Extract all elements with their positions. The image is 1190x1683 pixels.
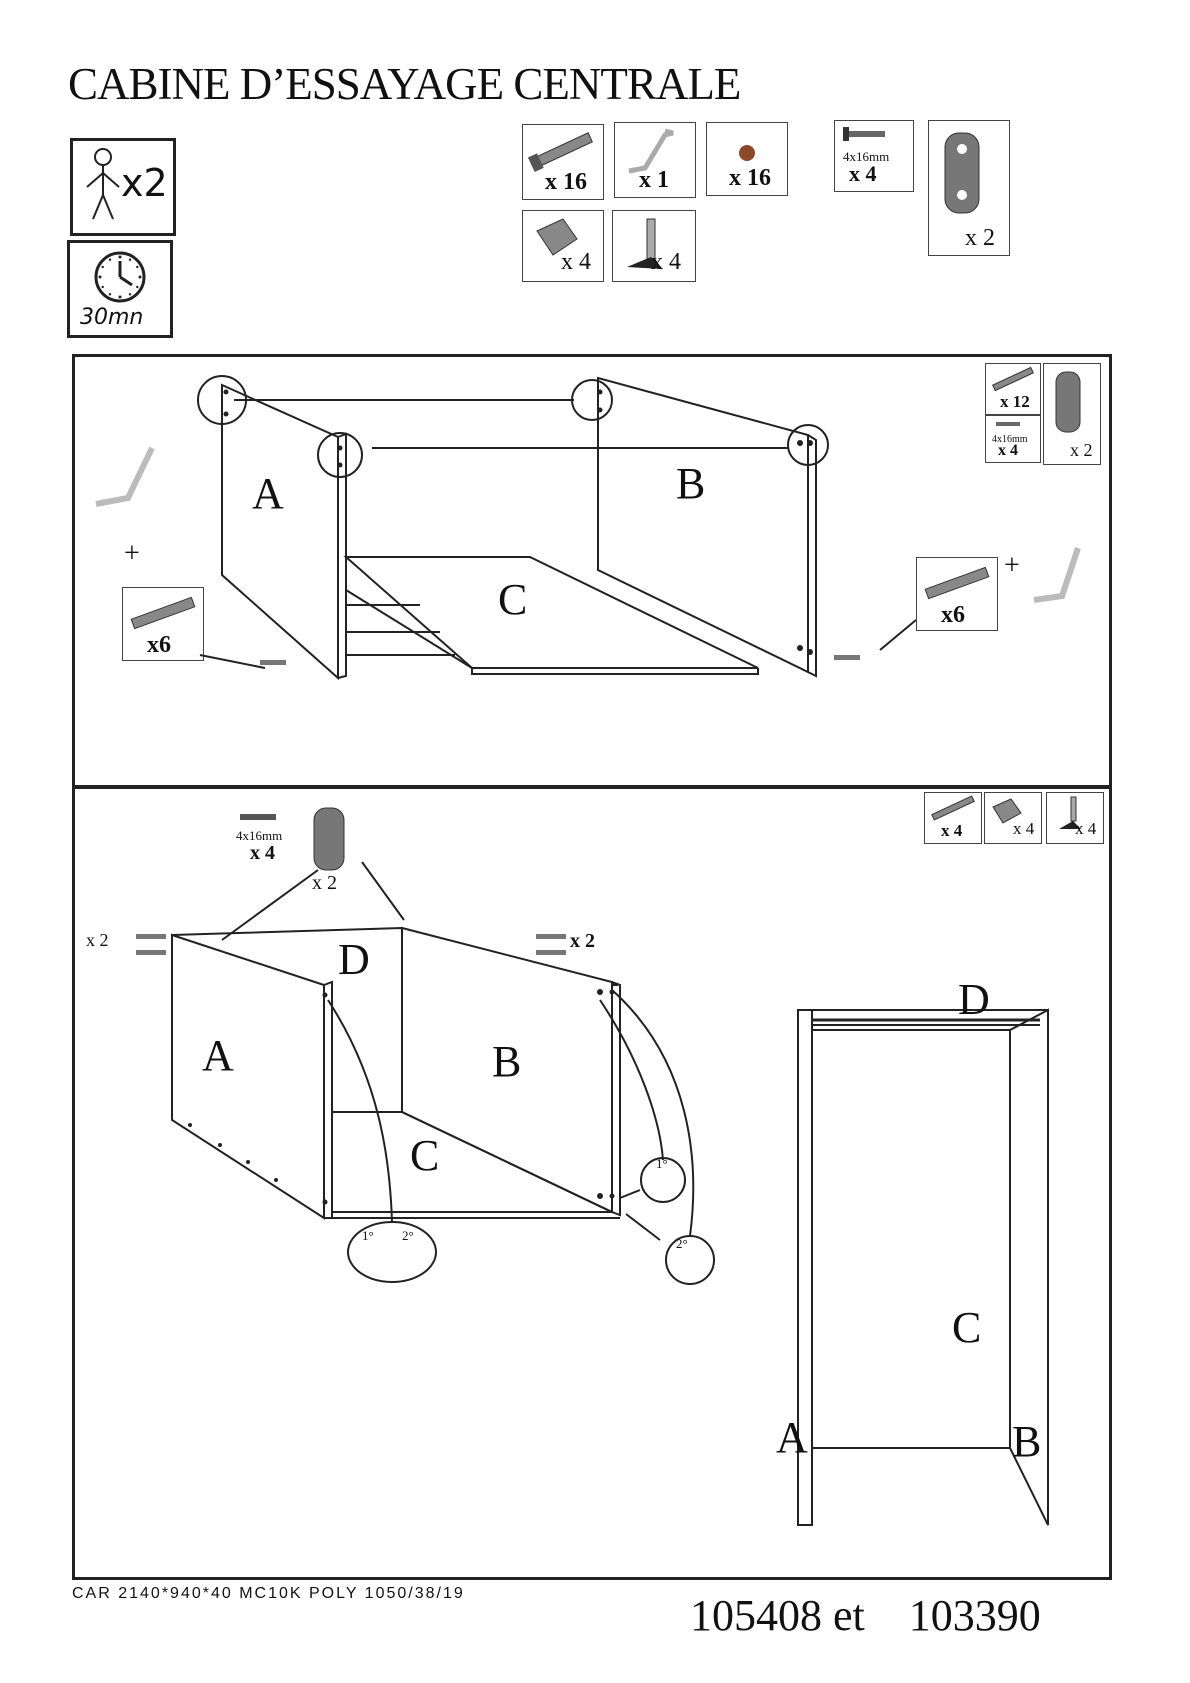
- connector-pin-qty: x 4: [651, 249, 681, 275]
- step1-bolts-box: x 12: [985, 363, 1041, 415]
- final-label-d: D: [958, 975, 990, 1024]
- step2-label-a: A: [202, 1031, 234, 1080]
- part-cam-lock: x 4: [522, 210, 604, 282]
- step1-right-qty: x6: [941, 602, 965, 628]
- product-references: 105408 et 103390: [690, 1591, 1041, 1640]
- part-screw: 4x16mm x 4: [834, 120, 914, 192]
- step2-right-bolts-qty: x 2: [570, 930, 595, 952]
- clock-icon: [94, 251, 146, 303]
- final-label-c: C: [952, 1303, 982, 1352]
- step-2-panel: [72, 786, 1112, 1580]
- step1-screws-qty: x 4: [998, 442, 1018, 459]
- rail-bracket-icon: [944, 132, 980, 214]
- step1-label-b: B: [676, 459, 706, 508]
- person-icon: [86, 148, 120, 220]
- step1-plus-right: +: [1004, 550, 1020, 581]
- step2-bolts-box: x 4: [924, 792, 982, 844]
- final-label-b: B: [1012, 1417, 1042, 1466]
- step2-bolts-qty: x 4: [941, 821, 963, 840]
- cam-bolt-icon: [992, 366, 1034, 392]
- part-rail-bracket: x 2: [928, 120, 1010, 256]
- cam-bolt-icon: [130, 596, 196, 630]
- screw-icon: [996, 422, 1020, 426]
- cam-bolt-icon: [931, 795, 975, 821]
- page-title: CABINE D’ESSAYAGE CENTRALE: [68, 59, 741, 109]
- screw-qty: x 4: [849, 161, 877, 186]
- connector-pin-icon: [627, 218, 663, 269]
- persons-box: x2: [70, 138, 176, 236]
- cover-cap-icon: [739, 145, 755, 161]
- cam-bolt-qty: x 16: [545, 169, 587, 195]
- step2-screw-qty: x 4: [250, 842, 275, 864]
- step1-label-a: A: [252, 469, 284, 518]
- cam-lock-icon: [992, 798, 1022, 824]
- step1-bolts-qty: x 12: [1000, 392, 1030, 411]
- cam-bolt-icon: [527, 132, 593, 173]
- allen-key-qty: x 1: [639, 167, 669, 193]
- part-connector-pin: x 4: [612, 210, 696, 282]
- part-cover-cap: x 16: [706, 122, 788, 196]
- step2-label-c: C: [410, 1131, 440, 1180]
- step2-order-1: 1°: [362, 1228, 374, 1243]
- step2-label-d: D: [338, 935, 370, 984]
- step2-left-bolts-qty: x 2: [86, 930, 109, 950]
- cover-cap-qty: x 16: [729, 165, 771, 191]
- step1-left-qty: x6: [147, 632, 171, 658]
- cam-bolt-icon: [924, 566, 990, 600]
- step1-bracket-qty: x 2: [1070, 440, 1093, 460]
- step1-screws-spec: 4x16mm: [992, 434, 1028, 445]
- part-cam-bolt: x 16: [522, 124, 604, 200]
- persons-count: x2: [121, 161, 168, 205]
- time-box: 30mn: [67, 240, 173, 338]
- screw-spec: 4x16mm: [843, 149, 890, 164]
- step1-right-bolts-box: x6: [916, 557, 998, 631]
- step1-label-c: C: [498, 575, 528, 624]
- step2-pins-qty: x 4: [1075, 819, 1097, 838]
- rail-bracket-qty: x 2: [965, 225, 995, 251]
- cam-lock-icon: [536, 218, 578, 256]
- step2-locks-qty: x 4: [1013, 819, 1035, 838]
- step2-screw-spec: 4x16mm: [236, 828, 283, 843]
- step2-pins-box: x 4: [1046, 792, 1104, 844]
- product-spec: CAR 2140*940*40 MC10K POLY 1050/38/19: [72, 1585, 465, 1602]
- step1-bracket-box: x 2: [1043, 363, 1101, 465]
- step1-plus-left: +: [124, 538, 140, 569]
- allen-key-icon: [628, 128, 674, 174]
- step2-order-2: 2°: [402, 1228, 414, 1243]
- rail-bracket-icon: [1055, 371, 1081, 433]
- step2-bracket-qty: x 2: [312, 872, 337, 894]
- cam-lock-qty: x 4: [561, 249, 591, 275]
- step2-order-1-right: 1°: [656, 1156, 668, 1171]
- step2-order-2-right: 2°: [676, 1236, 688, 1251]
- final-label-a: A: [776, 1413, 808, 1462]
- time-label: 30mn: [80, 305, 144, 330]
- step1-screws-box: 4x16mm x 4: [985, 415, 1041, 463]
- part-allen-key: x 1: [614, 122, 696, 198]
- step2-label-b: B: [492, 1037, 522, 1086]
- screw-icon: [843, 127, 885, 141]
- connector-pin-icon: [1059, 796, 1081, 829]
- step1-left-bolts-box: x6: [122, 587, 204, 661]
- step2-locks-box: x 4: [984, 792, 1042, 844]
